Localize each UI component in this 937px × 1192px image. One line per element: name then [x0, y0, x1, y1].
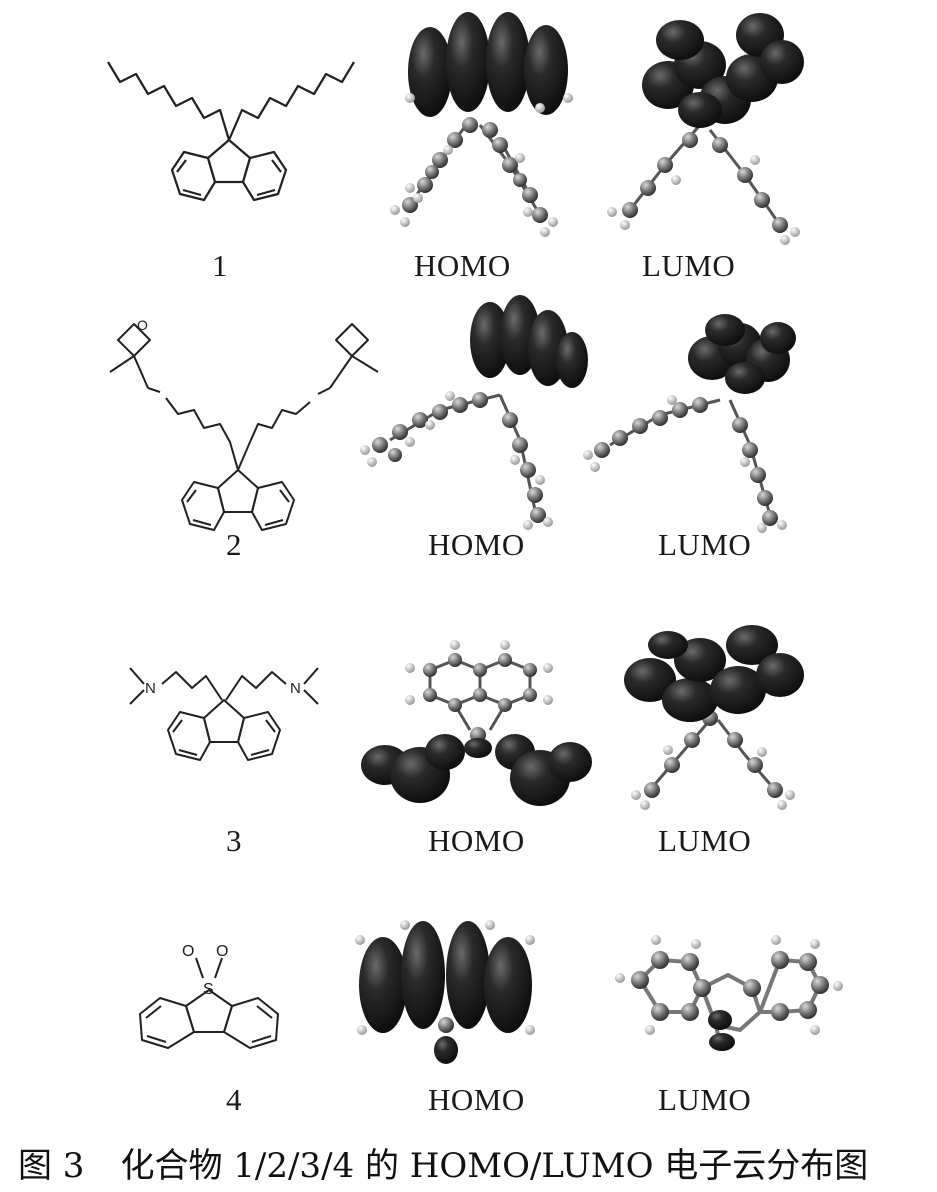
nitrogen-atom-label-right: N	[290, 680, 301, 697]
homo-orbital-2	[360, 295, 588, 530]
sulfur-atom-label: S	[203, 981, 214, 998]
structure-3	[129, 667, 319, 761]
compound-label-3: 3	[226, 823, 242, 858]
oxygen-atom-label-left: O	[182, 943, 194, 960]
structure-2	[109, 323, 379, 531]
lumo-label-3: LUMO	[658, 823, 752, 858]
homo-orbital-4	[355, 920, 535, 1064]
homo-label-2: HOMO	[428, 527, 525, 562]
lumo-label-1: LUMO	[642, 248, 736, 283]
figure-caption: 图 3 化合物 1/2/3/4 的 HOMO/LUMO 电子云分布图	[18, 1138, 868, 1187]
lumo-orbital-2	[583, 314, 796, 533]
oxygen-atom-label: O	[137, 317, 148, 333]
lumo-label-2: LUMO	[658, 527, 752, 562]
structure-1	[107, 61, 355, 202]
compound-label-2: 2	[226, 527, 242, 562]
caption-number: 图 3	[18, 1146, 85, 1186]
lumo-orbital-1	[607, 13, 804, 245]
lumo-orbital-4	[615, 935, 843, 1051]
homo-label-3: HOMO	[428, 823, 525, 858]
compound-label-1: 1	[212, 248, 228, 283]
caption-text: 化合物 1/2/3/4 的 HOMO/LUMO 电子云分布图	[120, 1146, 869, 1186]
nitrogen-atom-label-left: N	[145, 680, 156, 697]
lumo-label-4: LUMO	[658, 1082, 752, 1117]
lumo-orbital-3	[624, 625, 804, 810]
compound-label-4: 4	[226, 1082, 242, 1117]
homo-label-4: HOMO	[428, 1082, 525, 1117]
homo-orbital-3	[361, 640, 592, 806]
oxygen-atom-label-right: O	[216, 943, 228, 960]
structure-4	[139, 957, 279, 1049]
homo-orbital-1	[390, 12, 573, 237]
homo-label-1: HOMO	[414, 248, 511, 283]
